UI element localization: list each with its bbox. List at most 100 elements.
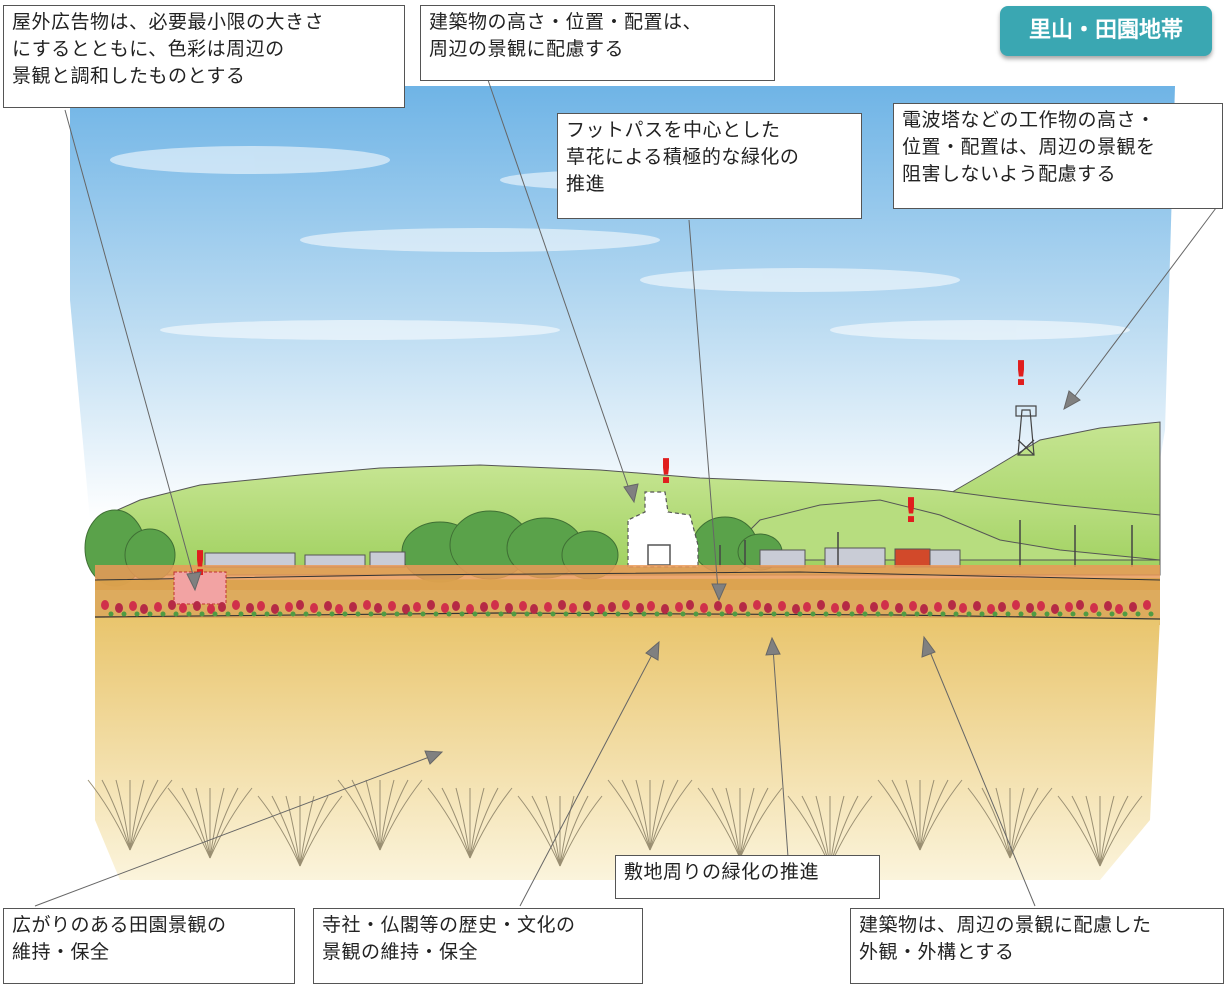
grass-tufts — [87, 779, 1143, 867]
flower — [686, 600, 694, 610]
flower — [374, 603, 382, 613]
footpath-line — [94, 612, 1161, 620]
callout-site-greening: 敷地周りの緑化の推進 — [615, 855, 880, 899]
flower — [388, 601, 396, 611]
leaf — [992, 611, 998, 617]
flower — [661, 604, 669, 614]
leaf — [758, 611, 764, 617]
grass-blade — [517, 795, 561, 867]
flower — [168, 600, 176, 610]
leaf — [797, 611, 803, 617]
red-warehouse — [894, 548, 931, 568]
grass-blade — [455, 787, 471, 859]
grass-blade — [531, 795, 561, 867]
flower — [622, 600, 630, 610]
leaf — [329, 611, 335, 617]
leaf — [849, 611, 855, 617]
flower — [714, 601, 722, 611]
warning-marker: ! — [903, 491, 919, 531]
flower — [115, 603, 123, 613]
leaf — [810, 611, 816, 617]
leaf — [706, 611, 712, 617]
flower — [193, 601, 201, 611]
leaf — [1005, 611, 1011, 617]
flower — [480, 602, 488, 612]
leaf — [1018, 611, 1024, 617]
flower — [973, 601, 981, 611]
grass-blade — [299, 795, 343, 867]
flower — [441, 603, 449, 613]
grass-blade — [739, 787, 783, 859]
leaf — [680, 611, 686, 617]
flower — [1090, 603, 1098, 613]
flower — [647, 601, 655, 611]
callout-tower: 電波塔などの工作物の高さ・ 位置・配置は、周辺の景観を 阻害しないよう配慮する — [893, 103, 1223, 209]
tall-building-outline — [627, 491, 699, 568]
flower — [402, 604, 410, 614]
leaf — [225, 611, 231, 617]
grass-blade — [621, 779, 651, 851]
grass-blade — [115, 779, 131, 851]
flower — [349, 602, 357, 612]
grass-blade — [919, 779, 935, 851]
grass-blade — [711, 787, 741, 859]
grass-blade — [379, 779, 409, 851]
leaf — [277, 611, 283, 617]
flower — [842, 601, 850, 611]
leaf — [498, 611, 504, 617]
grass-blade — [697, 787, 741, 859]
leaf — [641, 611, 647, 617]
flower — [597, 604, 605, 614]
grass-blade — [379, 779, 395, 851]
leaf — [433, 611, 439, 617]
flower — [140, 604, 148, 614]
flower — [636, 603, 644, 613]
leaf — [134, 611, 140, 617]
grass-blade — [337, 779, 381, 851]
grass-blade — [209, 787, 253, 859]
flower — [909, 601, 917, 611]
grass-blade — [891, 779, 921, 851]
leaf — [589, 611, 595, 617]
leaf — [212, 611, 218, 617]
grass-blade — [967, 787, 1011, 859]
grass-blade — [607, 779, 651, 851]
grass-blade — [635, 779, 651, 851]
flower — [530, 604, 538, 614]
grass-blade — [195, 787, 211, 859]
leaf — [290, 611, 296, 617]
grass-blade — [1099, 795, 1115, 867]
flower — [934, 602, 942, 612]
grass-blade — [981, 787, 1011, 859]
leaf — [901, 611, 907, 617]
flower — [881, 600, 889, 610]
flower — [218, 602, 226, 612]
flower — [491, 600, 499, 610]
flower — [324, 601, 332, 611]
farmhouses — [204, 547, 961, 568]
grass-blade — [87, 779, 131, 851]
leaf — [719, 611, 725, 617]
billboard — [173, 571, 227, 605]
leaf — [667, 611, 673, 617]
leaf — [160, 611, 166, 617]
grass-blade — [1099, 795, 1143, 867]
leaf — [836, 611, 842, 617]
leaf — [303, 611, 309, 617]
leaf — [602, 611, 608, 617]
grass-blade — [351, 779, 381, 851]
grass-blade — [1009, 787, 1053, 859]
grass-blade — [285, 795, 301, 867]
leaf — [108, 611, 114, 617]
flower — [519, 601, 527, 611]
flower — [335, 604, 343, 614]
leaf — [940, 611, 946, 617]
flower — [179, 603, 187, 613]
leaf — [199, 611, 205, 617]
leaf — [771, 611, 777, 617]
leader-lines — [34, 79, 1223, 907]
grass-blade — [379, 779, 423, 851]
grass-blade — [1071, 795, 1101, 867]
flower — [739, 602, 747, 612]
leaf — [732, 611, 738, 617]
